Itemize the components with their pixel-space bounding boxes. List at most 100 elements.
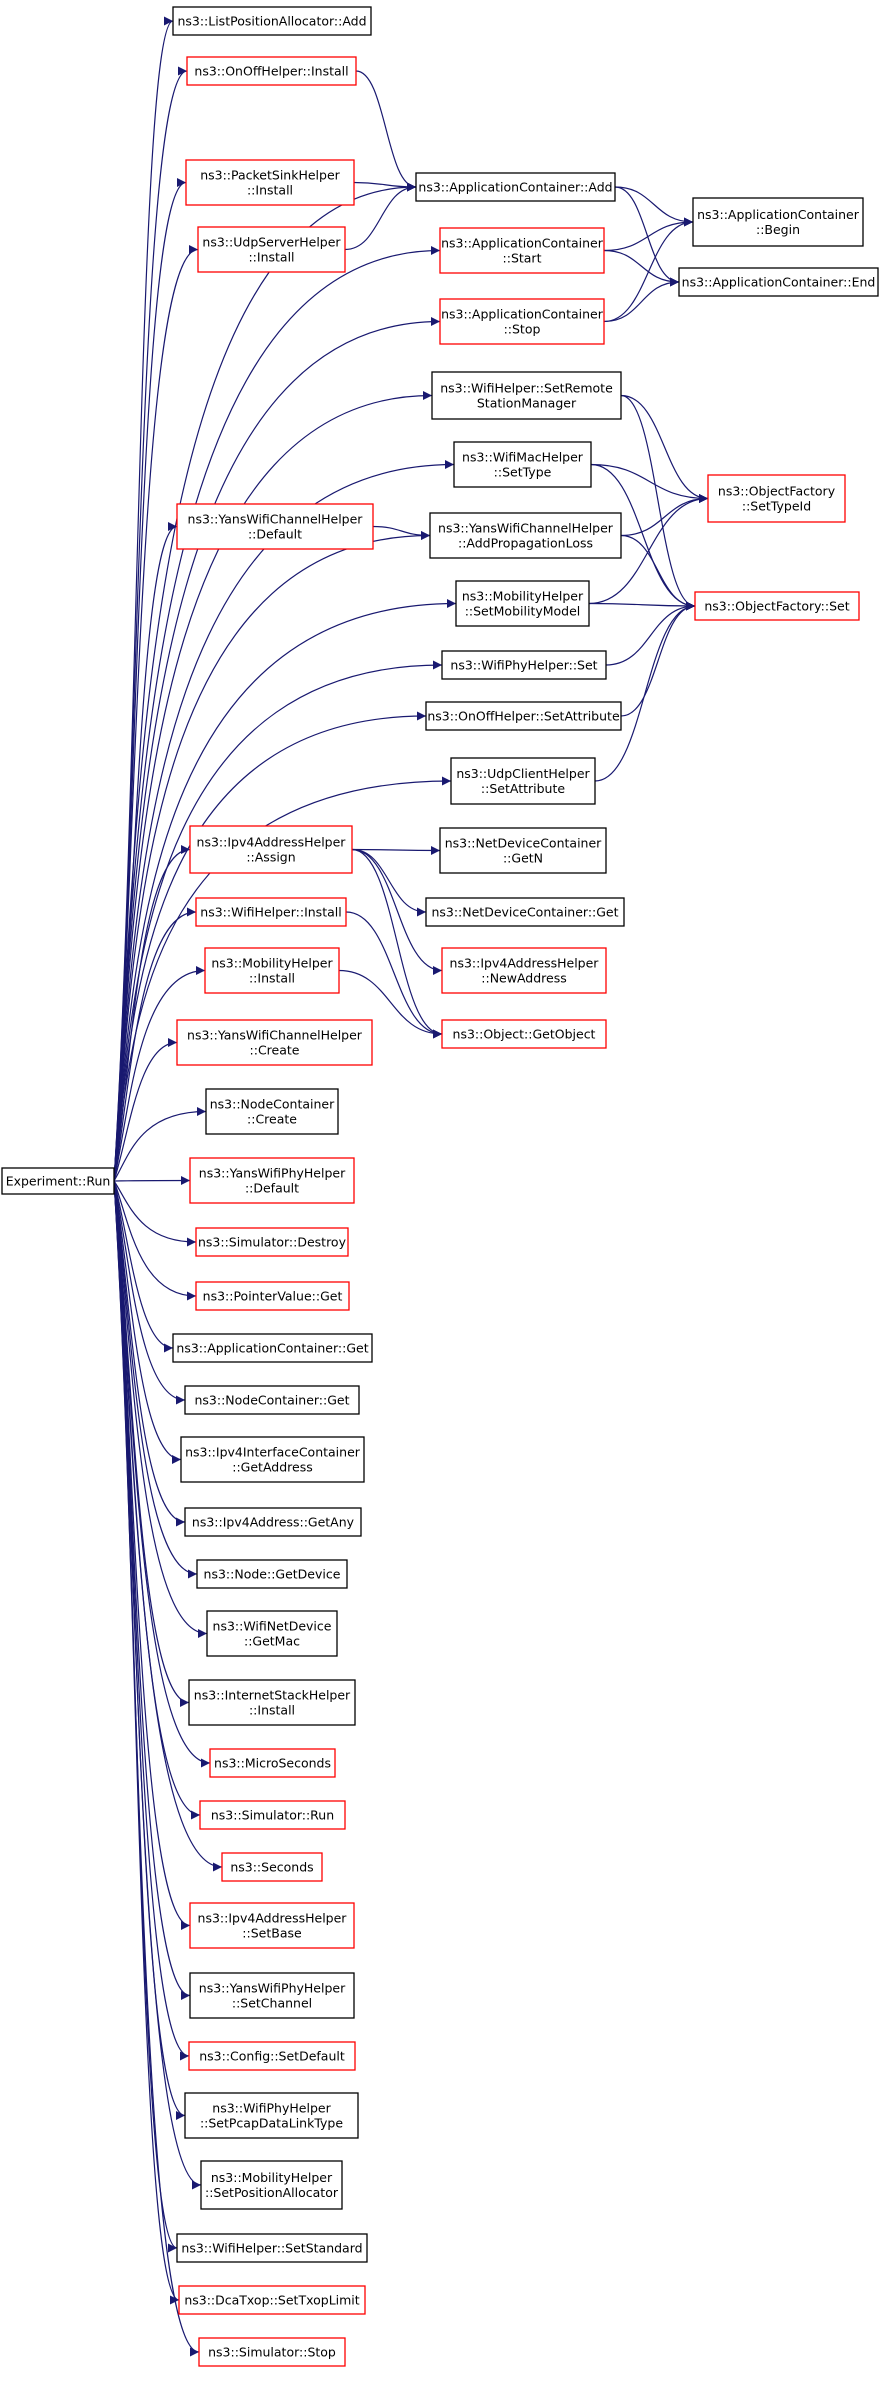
node-label: ns3::ApplicationContainer::Get xyxy=(176,1341,368,1356)
edge-arrow xyxy=(620,394,709,503)
node-on-off-helper-set-attribute[interactable]: ns3::OnOffHelper::SetAttribute xyxy=(425,701,622,731)
node-application-container-get[interactable]: ns3::ApplicationContainer::Get xyxy=(172,1333,373,1363)
node-packet-sink-helper-install[interactable]: ns3::PacketSinkHelper::Install xyxy=(185,159,355,206)
node-box xyxy=(429,512,622,559)
node-label: ns3::NetDeviceContainer::Get xyxy=(431,905,618,920)
node-yans-wifi-phy-helper-set-channel[interactable]: ns3::YansWifiPhyHelper::SetChannel xyxy=(189,1972,355,2019)
node-application-container-begin[interactable]: ns3::ApplicationContainer::Begin xyxy=(692,197,864,247)
node-box xyxy=(425,897,625,927)
node-label: ns3::ApplicationContainer::Add xyxy=(418,180,612,195)
edge-arrow xyxy=(351,848,427,917)
node-label: ns3::OnOffHelper::Install xyxy=(194,64,348,79)
node-mobility-helper-set-mobility-model[interactable]: ns3::MobilityHelper::SetMobilityModel xyxy=(455,580,590,627)
node-wifi-phy-helper-set-pcap-data-link-type[interactable]: ns3::WifiPhyHelper::SetPcapDataLinkType xyxy=(184,2092,359,2139)
node-wifi-phy-helper-set[interactable]: ns3::WifiPhyHelper::Set xyxy=(441,650,607,680)
node-node-container-create[interactable]: ns3::NodeContainer::Create xyxy=(205,1088,339,1135)
edge-arrow xyxy=(113,1180,202,2190)
node-box xyxy=(195,897,347,927)
node-label: ns3::Ipv4Address::GetAny xyxy=(192,1515,355,1530)
edge-arrow xyxy=(355,70,417,192)
node-label: ns3::Ipv4AddressHelper xyxy=(198,1911,348,1926)
node-wifi-mac-helper-set-type[interactable]: ns3::WifiMacHelper::SetType xyxy=(453,441,592,488)
node-box xyxy=(692,197,864,247)
edge-arrow xyxy=(113,1180,208,1638)
edge-arrow xyxy=(113,1038,178,1182)
node-object-factory-set-type-id[interactable]: ns3::ObjectFactory::SetTypeId xyxy=(707,474,846,523)
node-label: ns3::MobilityHelper xyxy=(211,956,333,971)
node-label: ns3::NodeContainer xyxy=(210,1097,335,1112)
node-micro-seconds[interactable]: ns3::MicroSeconds xyxy=(209,1748,336,1778)
node-pointer-value-get[interactable]: ns3::PointerValue::Get xyxy=(195,1281,350,1311)
node-label: ns3::YansWifiPhyHelper xyxy=(199,1166,346,1181)
node-udp-server-helper-install[interactable]: ns3::UdpServerHelper::Install xyxy=(197,226,346,273)
node-ipv4-address-helper-new-address[interactable]: ns3::Ipv4AddressHelper::NewAddress xyxy=(441,947,607,994)
node-config-set-default[interactable]: ns3::Config::SetDefault xyxy=(188,2041,356,2071)
node-wifi-net-device-get-mac[interactable]: ns3::WifiNetDevice::GetMac xyxy=(206,1610,338,1657)
node-box xyxy=(172,1333,373,1363)
node-net-device-container-get[interactable]: ns3::NetDeviceContainer::Get xyxy=(425,897,625,927)
node-application-container-add[interactable]: ns3::ApplicationContainer::Add xyxy=(415,172,616,202)
node-ipv4-address-helper-set-base[interactable]: ns3::Ipv4AddressHelper::SetBase xyxy=(189,1902,355,1949)
node-box xyxy=(221,1852,323,1882)
node-label: ns3::MobilityHelper xyxy=(211,2170,333,2185)
edge-arrow xyxy=(351,848,443,1039)
node-object-factory-set[interactable]: ns3::ObjectFactory::Set xyxy=(694,591,860,621)
node-yans-wifi-channel-helper-create[interactable]: ns3::YansWifiChannelHelper::Create xyxy=(176,1019,373,1066)
node-box xyxy=(200,2160,343,2210)
node-box xyxy=(184,1385,360,1415)
edge-arrow xyxy=(113,845,191,1182)
node-label: ::Create xyxy=(247,1112,297,1127)
node-label: ns3::InternetStackHelper xyxy=(194,1688,351,1703)
node-label: ::Assign xyxy=(246,850,295,865)
node-label: ns3::DcaTxop::SetTxopLimit xyxy=(184,2293,359,2308)
root-node-experiment-run[interactable]: Experiment::Run xyxy=(1,1167,115,1195)
node-label: ns3::WifiHelper::SetStandard xyxy=(181,2241,362,2256)
node-label: ::Default xyxy=(248,527,302,542)
node-label: ns3::YansWifiChannelHelper xyxy=(187,1028,363,1043)
node-application-container-start[interactable]: ns3::ApplicationContainer::Start xyxy=(439,227,605,274)
node-box xyxy=(189,1157,355,1204)
edge-arrow xyxy=(113,460,455,1182)
node-object-get-object[interactable]: ns3::Object::GetObject xyxy=(441,1019,607,1049)
node-node-get-device[interactable]: ns3::Node::GetDevice xyxy=(196,1559,348,1589)
node-mobility-helper-set-position-allocator[interactable]: ns3::MobilityHelper::SetPositionAllocato… xyxy=(200,2160,343,2210)
node-application-container-stop[interactable]: ns3::ApplicationContainer::Stop xyxy=(439,298,605,345)
edge-arrow xyxy=(588,494,709,605)
node-label: ns3::MicroSeconds xyxy=(214,1756,331,1771)
node-label: ns3::NodeContainer::Get xyxy=(195,1393,350,1408)
edge-arrow xyxy=(605,601,696,666)
node-node-container-get[interactable]: ns3::NodeContainer::Get xyxy=(184,1385,360,1415)
node-application-container-end[interactable]: ns3::ApplicationContainer::End xyxy=(678,267,879,297)
node-mobility-helper-install[interactable]: ns3::MobilityHelper::Install xyxy=(204,947,340,994)
edge-arrow xyxy=(620,601,696,717)
node-seconds[interactable]: ns3::Seconds xyxy=(221,1852,323,1882)
node-net-device-container-get-n[interactable]: ns3::NetDeviceContainer::GetN xyxy=(439,827,607,874)
node-yans-wifi-phy-helper-default[interactable]: ns3::YansWifiPhyHelper::Default xyxy=(189,1157,355,1204)
node-box xyxy=(189,1902,355,1949)
node-list-position-allocator-add[interactable]: ns3::ListPositionAllocator::Add xyxy=(172,6,372,36)
node-wifi-helper-set-standard[interactable]: ns3::WifiHelper::SetStandard xyxy=(176,2233,368,2263)
node-label: ::SetType xyxy=(494,465,552,480)
node-on-off-helper-install[interactable]: ns3::OnOffHelper::Install xyxy=(186,56,357,86)
node-dca-txop-set-txop-limit[interactable]: ns3::DcaTxop::SetTxopLimit xyxy=(178,2285,366,2315)
edge-arrow xyxy=(113,1180,198,1579)
node-wifi-helper-install[interactable]: ns3::WifiHelper::Install xyxy=(195,897,347,927)
node-yans-wifi-channel-helper-default[interactable]: ns3::YansWifiChannelHelper::Default xyxy=(176,503,374,550)
node-internet-stack-helper-install[interactable]: ns3::InternetStackHelper::Install xyxy=(188,1679,356,1726)
node-label: ::Begin xyxy=(756,222,800,237)
node-yans-wifi-channel-helper-add-propagation-loss[interactable]: ns3::YansWifiChannelHelper::AddPropagati… xyxy=(429,512,622,559)
node-label: ns3::WifiPhyHelper::Set xyxy=(450,658,597,673)
node-udp-client-helper-set-attribute[interactable]: ns3::UdpClientHelper::SetAttribute xyxy=(450,757,596,805)
node-label: ns3::Seconds xyxy=(230,1860,313,1875)
node-ipv4-interface-container-get-address[interactable]: ns3::Ipv4InterfaceContainer::GetAddress xyxy=(180,1436,365,1483)
node-ipv4-address-get-any[interactable]: ns3::Ipv4Address::GetAny xyxy=(184,1507,362,1537)
node-box xyxy=(1,1167,115,1195)
node-label: ns3::Ipv4InterfaceContainer xyxy=(185,1445,361,1460)
node-ipv4-address-helper-assign[interactable]: ns3::Ipv4AddressHelper::Assign xyxy=(189,825,353,874)
node-simulator-run[interactable]: ns3::Simulator::Run xyxy=(199,1800,346,1830)
node-box xyxy=(415,172,616,202)
node-simulator-destroy[interactable]: ns3::Simulator::Destroy xyxy=(195,1227,349,1257)
node-simulator-stop[interactable]: ns3::Simulator::Stop xyxy=(198,2337,346,2367)
